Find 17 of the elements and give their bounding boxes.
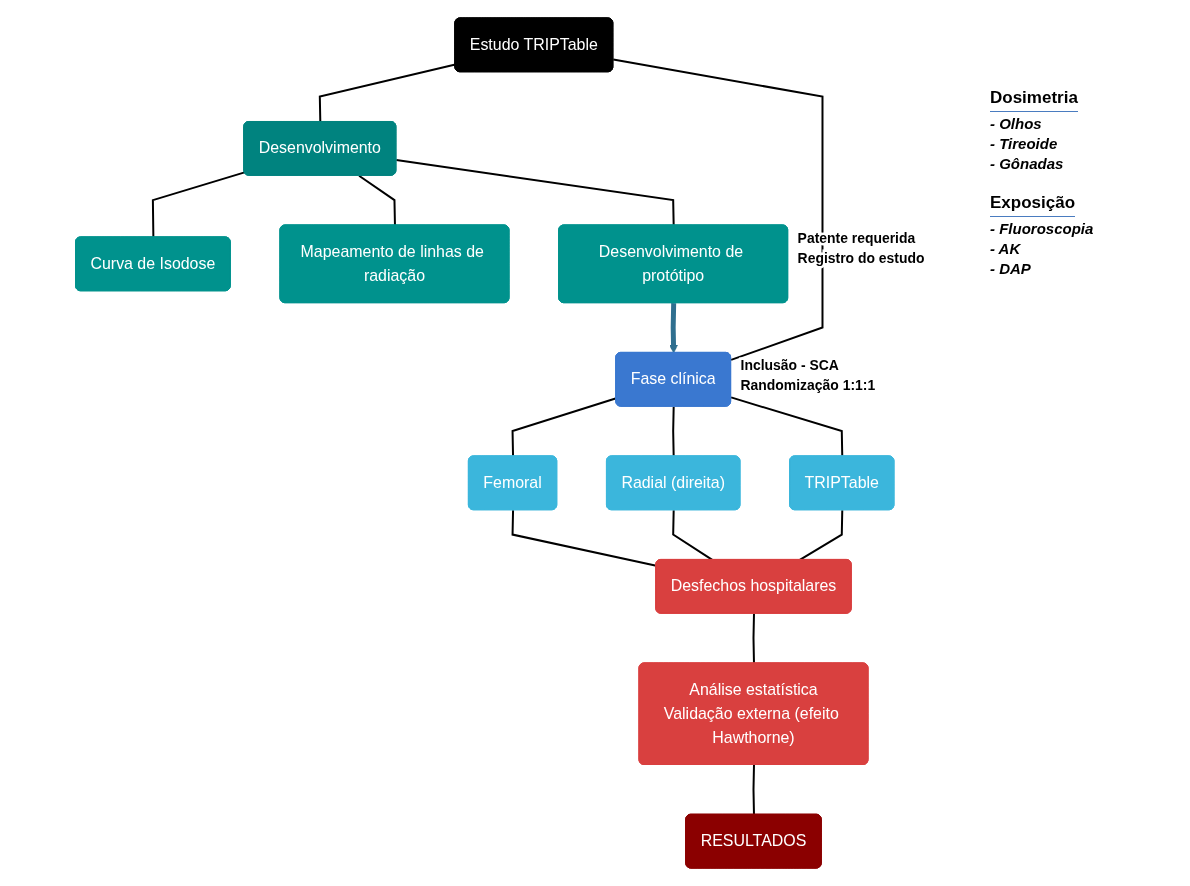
list-heading: Dosimetria — [990, 88, 1078, 112]
list-item: - Fluoroscopia — [990, 220, 1095, 237]
arrow — [669, 303, 678, 354]
note-text: Randomização 1:1:1 — [740, 377, 876, 394]
connector — [672, 509, 714, 561]
list-item: - DAP — [990, 260, 1032, 277]
list-item: - Tireoide — [990, 135, 1059, 152]
list-item: - AK — [990, 240, 1022, 257]
connector — [612, 58, 824, 361]
connector — [798, 509, 844, 561]
list-item: - Olhos — [990, 115, 1043, 132]
list-heading: Exposição — [990, 193, 1076, 217]
connector — [752, 764, 755, 816]
list-item: - Gônadas — [990, 155, 1065, 172]
connector — [358, 174, 396, 227]
note-text: Inclusão - SCA — [740, 357, 839, 374]
connector — [395, 159, 675, 227]
